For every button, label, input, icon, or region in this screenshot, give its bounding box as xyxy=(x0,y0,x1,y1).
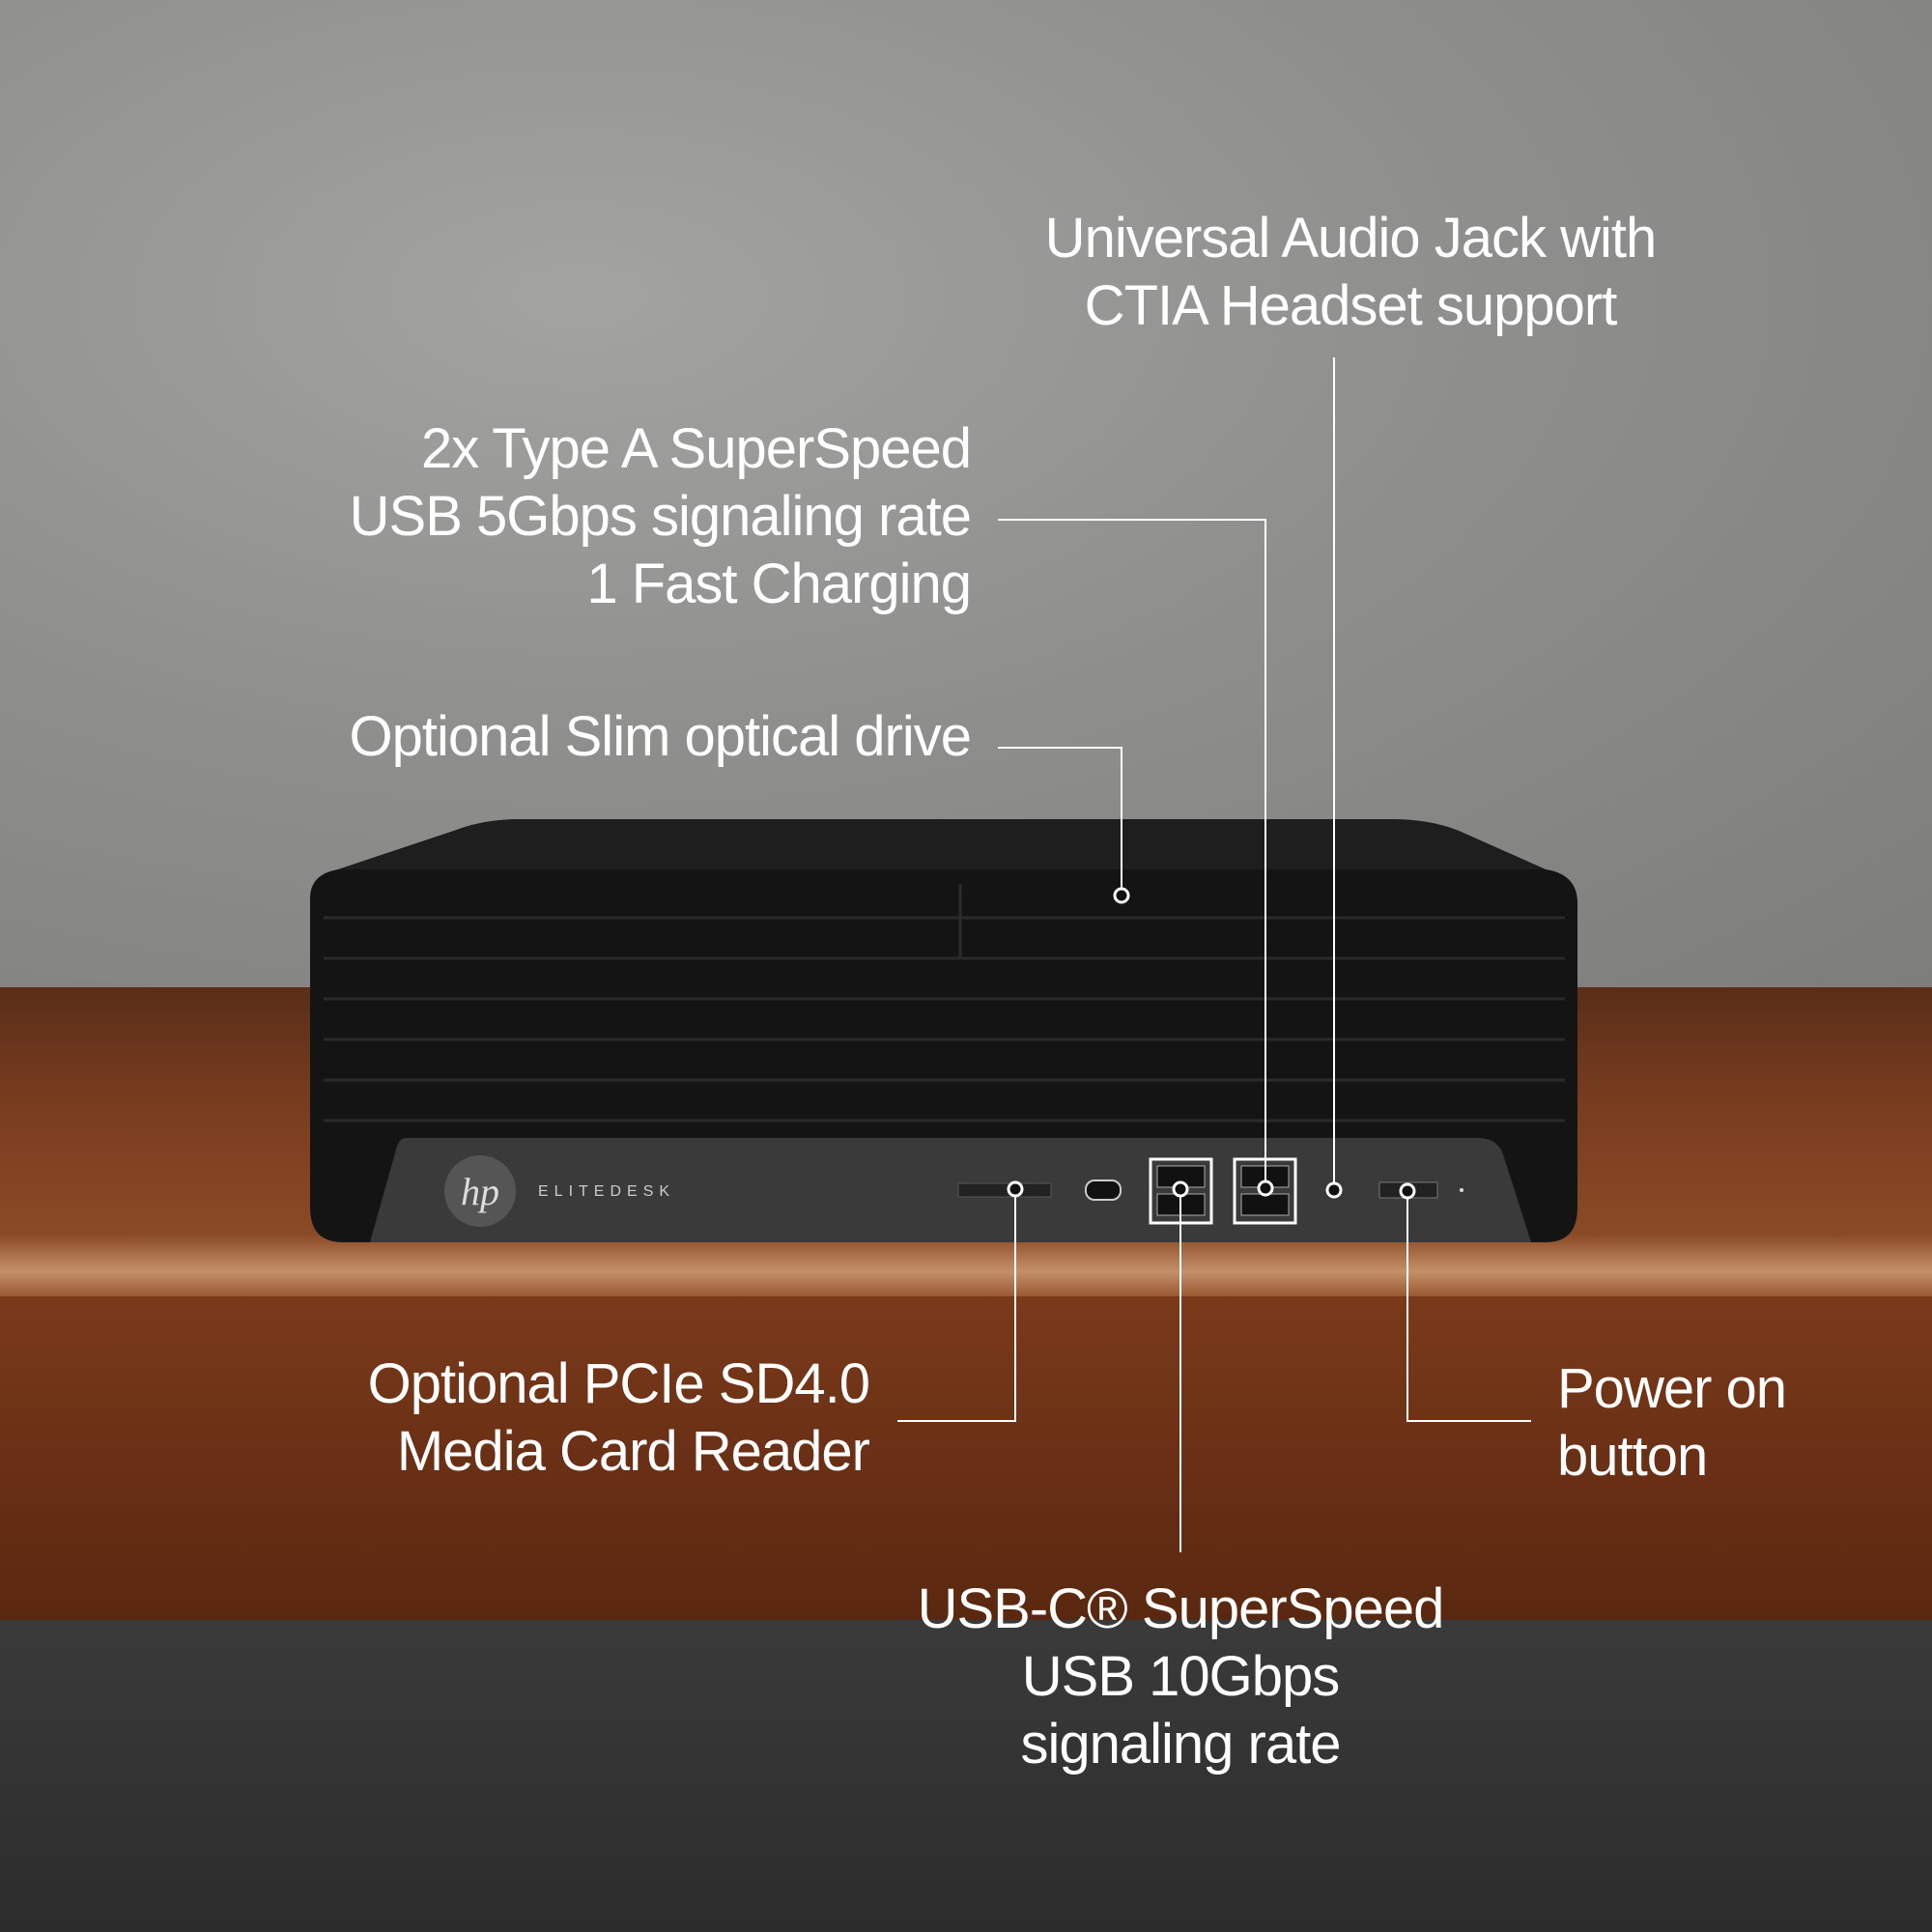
front-vents xyxy=(324,916,1565,1122)
callout-audio-jack: Universal Audio Jack with CTIA Headset s… xyxy=(1044,205,1658,340)
front-bezel xyxy=(370,1138,1531,1242)
hp-logo xyxy=(444,1155,516,1227)
svg-text:ELITEDESK: ELITEDESK xyxy=(538,1183,675,1200)
callout-line: signaling rate xyxy=(1020,1713,1341,1776)
floor-background xyxy=(0,1620,1932,1932)
callout-line: USB 5Gbps signaling rate xyxy=(349,485,972,548)
callout-line: Optional Slim optical drive xyxy=(349,705,972,768)
callout-type-a: 2x Type A SuperSpeed USB 5Gbps signaling… xyxy=(349,415,972,618)
callout-line: Universal Audio Jack with xyxy=(1044,207,1658,270)
sd-card-slot[interactable] xyxy=(957,1182,1052,1198)
callout-power-button: Power on button xyxy=(1557,1355,1787,1491)
callout-line: Power on xyxy=(1557,1357,1787,1420)
chassis xyxy=(310,819,1577,1242)
callout-line: CTIA Headset support xyxy=(1084,274,1618,337)
callout-line: 1 Fast Charging xyxy=(586,553,972,615)
usb-c-port[interactable] xyxy=(1085,1179,1122,1201)
callout-line: USB 10Gbps xyxy=(1021,1645,1341,1708)
callout-markers xyxy=(1007,887,1416,1200)
callout-card-reader: Optional PCIe SD4.0 Media Card Reader xyxy=(367,1350,870,1486)
callout-line: 2x Type A SuperSpeed xyxy=(420,417,972,480)
svg-text:hp: hp xyxy=(461,1170,499,1213)
callout-line: Optional PCIe SD4.0 xyxy=(367,1352,870,1415)
callout-line: Media Card Reader xyxy=(396,1420,870,1483)
power-led xyxy=(1460,1188,1463,1192)
leader-lines xyxy=(897,357,1531,1552)
callout-usb-c: USB-C® SuperSpeed USB 10Gbps signaling r… xyxy=(917,1576,1445,1778)
wood-table-front xyxy=(0,1296,1932,1620)
callout-line: USB-C® SuperSpeed xyxy=(917,1577,1445,1640)
callout-optical-drive: Optional Slim optical drive xyxy=(349,703,972,771)
callout-line: button xyxy=(1557,1425,1708,1488)
chassis-top xyxy=(338,819,1546,869)
